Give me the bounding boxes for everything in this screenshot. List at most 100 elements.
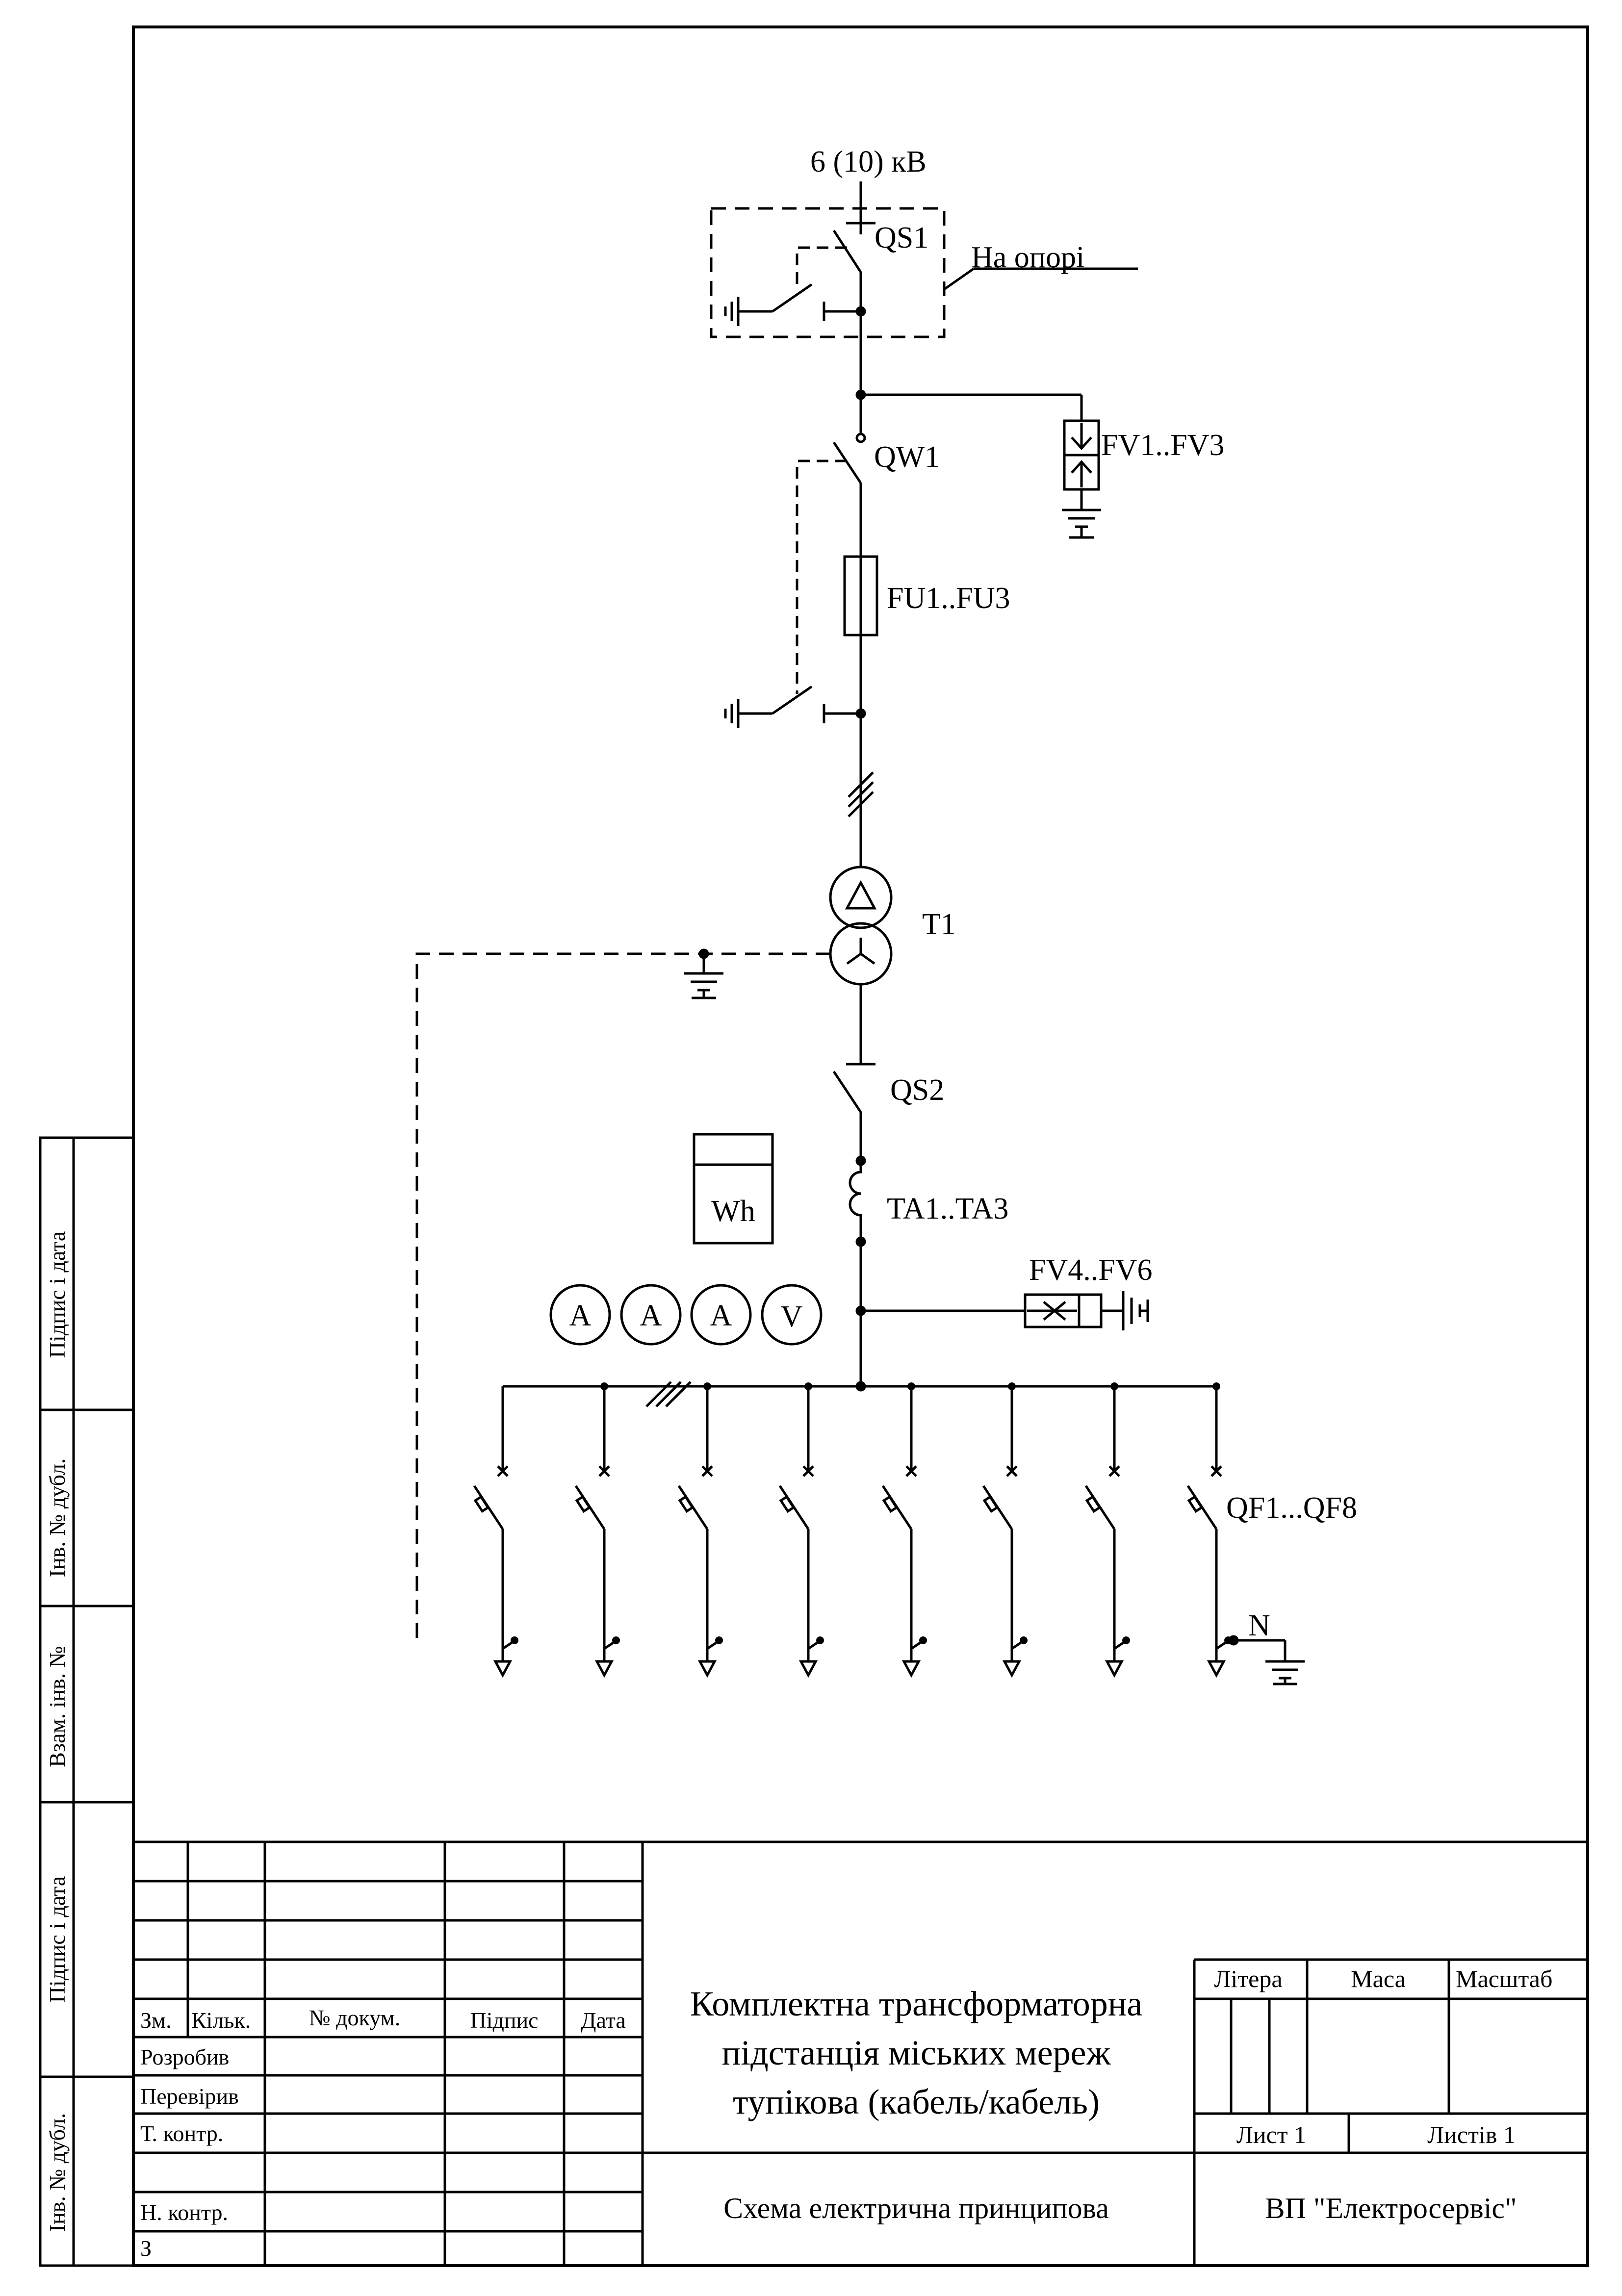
lv-busbar	[503, 1381, 1216, 1407]
feeder-1-n-link	[502, 1641, 513, 1650]
masa-label: Маса	[1351, 1965, 1406, 1992]
header-dokum: № докум.	[309, 2005, 401, 2030]
feeder-7-n-dot	[1122, 1636, 1130, 1644]
n-label: N	[1248, 1609, 1270, 1642]
feeder-4-release	[779, 1495, 796, 1513]
qs1-enclosure	[710, 207, 946, 338]
outgoing-feeders	[473, 1382, 1232, 1678]
qf-label: QF1...QF8	[1226, 1491, 1357, 1525]
instrument-circles	[549, 1284, 823, 1346]
fv1-fv3-arrester	[855, 389, 1101, 539]
fu1-fu3-label: FU1..FU3	[887, 582, 1010, 615]
feeder-2-junction	[600, 1382, 608, 1390]
header-data: Дата	[581, 2008, 626, 2033]
side-stamp	[39, 1136, 135, 2267]
role-n-kontr: Н. контр.	[140, 2200, 228, 2225]
voltage-label: 6 (10) кВ	[810, 145, 927, 179]
qs2-label: QS2	[890, 1073, 944, 1107]
feeder-8-cable-end	[1207, 1660, 1226, 1678]
ta-label: TA1..TA3	[887, 1192, 1008, 1225]
feeder-5-cable-end	[901, 1660, 921, 1678]
feeder-3-n-dot	[715, 1636, 723, 1644]
hv-input	[846, 181, 875, 225]
role-rozrobyv: Розробив	[140, 2044, 229, 2069]
ta-current-transformer	[849, 1161, 866, 1386]
side-label-inv-dubl-1: Інв. № дубл.	[45, 1458, 70, 1578]
feeder-5-n-link	[910, 1641, 921, 1650]
fv4-fv6-arrester	[855, 1291, 1149, 1330]
t1-transformer	[829, 866, 893, 1064]
t1-label: T1	[922, 908, 956, 941]
title-line-2: підстанція міських мереж	[722, 2033, 1111, 2072]
lystiv-label: Листів 1	[1427, 2121, 1516, 2148]
feeder-5-release	[882, 1495, 899, 1513]
wh-meter	[693, 1133, 774, 1245]
title-line-3: тупікова (кабель/кабель)	[733, 2082, 1100, 2121]
feeder-5-x2	[905, 1465, 917, 1477]
side-label-podpys-data-1: Підпис і дата	[45, 1231, 70, 1358]
ammeter-3-label: A	[710, 1299, 732, 1332]
feeder-3-release	[678, 1495, 695, 1513]
voltmeter	[761, 1284, 823, 1346]
feeder-6-n-dot	[1020, 1636, 1028, 1644]
feeder-2-cable-end	[594, 1660, 614, 1678]
feeder-2-release	[575, 1495, 592, 1513]
feeder-2-n-dot	[612, 1636, 620, 1644]
doc-type-label: Схема електрична принципова	[723, 2192, 1109, 2224]
feeder-4-x2	[802, 1465, 814, 1477]
feeder-4-n-link	[807, 1641, 818, 1650]
feeder-3-junction	[703, 1382, 711, 1390]
feeder-4-cable-end	[798, 1660, 818, 1678]
title-block-texts: Зм. Кільк. № докум. Підпис Дата Розробив…	[140, 1965, 1552, 2261]
qs1-label: QS1	[875, 221, 928, 255]
on-pole-label: На опорі	[971, 241, 1084, 274]
masshtab-label: Масштаб	[1456, 1965, 1552, 1992]
n-earth	[1228, 1635, 1305, 1685]
voltmeter-label: V	[781, 1300, 803, 1333]
ammeter-2-label: A	[640, 1299, 662, 1332]
title-line-1: Комплектна трансформаторна	[690, 1984, 1142, 2023]
feeder-4-n-dot	[816, 1636, 824, 1644]
litera-label: Літера	[1214, 1965, 1282, 1992]
schematic-labels: 6 (10) кВ QS1 На опорі QW1 FV1..FV3 FU1.…	[569, 145, 1357, 1642]
side-label-vzam-inv: Взам. інв. №	[45, 1646, 70, 1767]
feeder-8-x2	[1210, 1465, 1222, 1477]
hv-cable	[848, 714, 874, 867]
feeder-6-cable-end	[1002, 1660, 1022, 1678]
feeder-7-x2	[1108, 1465, 1120, 1477]
feeder-1-x2	[497, 1465, 509, 1477]
feeder-1-n-dot	[511, 1636, 518, 1644]
qs1-disconnector	[724, 223, 1138, 395]
feeder-5-n-dot	[919, 1636, 927, 1644]
feeder-6-n-link	[1011, 1641, 1022, 1650]
wh-label: Wh	[711, 1195, 755, 1228]
ammeter-1-label: A	[569, 1299, 592, 1332]
feeder-7-cable-end	[1105, 1660, 1124, 1678]
header-zm: Зм.	[140, 2008, 172, 2033]
role-z: З	[140, 2236, 152, 2261]
qw1-label: QW1	[874, 440, 940, 474]
ammeter-3	[690, 1284, 752, 1346]
feeder-3-cable-end	[697, 1660, 717, 1678]
feeder-6-x2	[1006, 1465, 1018, 1477]
feeder-1-cable-end	[493, 1660, 513, 1678]
feeder-7-junction	[1110, 1382, 1118, 1390]
lyst-label: Лист 1	[1236, 2121, 1306, 2148]
organization-label: ВП "Електросервіс"	[1265, 2192, 1517, 2224]
header-pidpys: Підпис	[470, 2008, 538, 2033]
header-kilk: Кільк.	[191, 2008, 251, 2033]
neutral-dashed	[415, 948, 830, 1640]
feeder-8-release	[1187, 1495, 1204, 1513]
title-block	[133, 1840, 1588, 2266]
feeder-2-n-link	[603, 1641, 614, 1650]
feeder-1-release	[473, 1495, 490, 1513]
fu1-fu3-fuse	[843, 555, 878, 714]
feeder-6-junction	[1008, 1382, 1016, 1390]
ammeter-2	[620, 1284, 682, 1346]
feeder-7-release	[1085, 1495, 1102, 1513]
side-label-inv-dubl-2: Інв. № дубл.	[45, 2113, 70, 2232]
feeder-4-junction	[804, 1382, 812, 1390]
qs2-disconnector	[832, 1063, 875, 1166]
